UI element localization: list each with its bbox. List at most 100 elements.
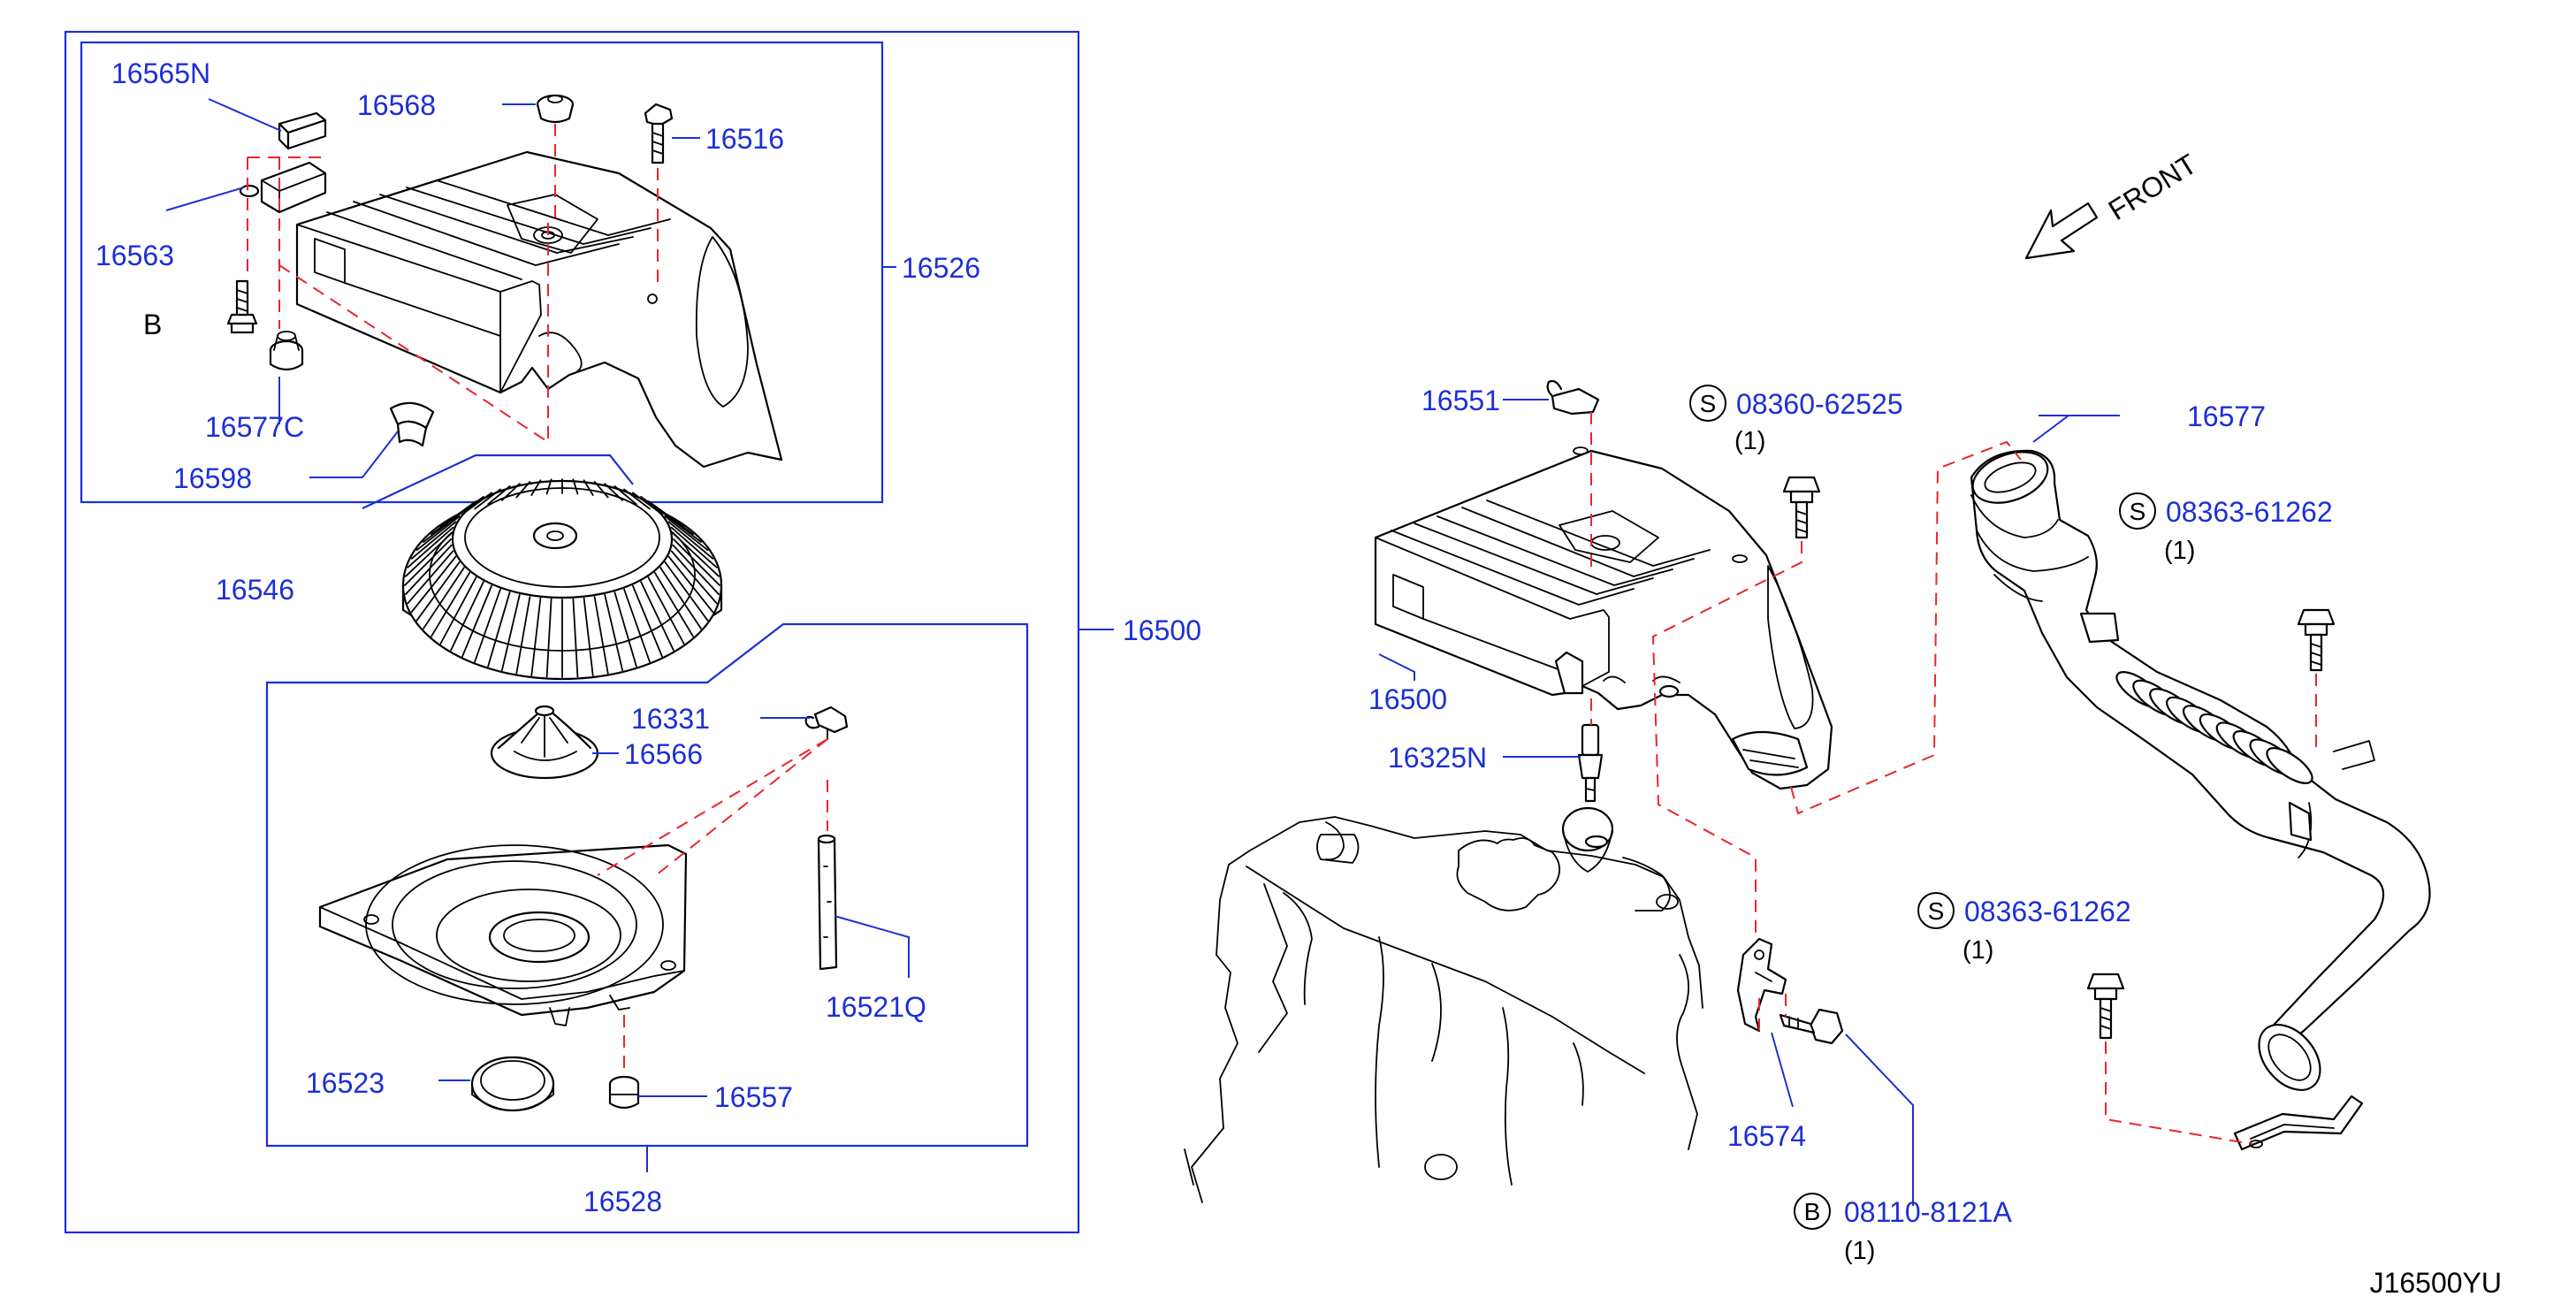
- part-label-16557[interactable]: 16557: [714, 1081, 793, 1113]
- fastener-symbol-text: S: [1928, 897, 1945, 925]
- fastener-symbol-text: S: [1700, 390, 1717, 417]
- filter-pleat: [670, 526, 718, 568]
- filter-pleat: [672, 532, 720, 577]
- part-label-16500-left[interactable]: 16500: [1123, 614, 1201, 646]
- part-16521q-strip: [817, 834, 838, 971]
- part-bolt-08110-8121a: [1779, 1008, 1844, 1045]
- part-label-16577c[interactable]: 16577C: [205, 411, 304, 443]
- filter-pleat: [404, 538, 452, 586]
- filter-pleat: [487, 485, 511, 506]
- fastener-symbol-b-icon: [1794, 1193, 1831, 1230]
- front-arrow-icon: [2024, 202, 2099, 260]
- filter-pleat: [530, 597, 542, 676]
- part-label-16551[interactable]: 16551: [1421, 385, 1500, 416]
- filter-pleat: [423, 567, 465, 629]
- part-label-16546[interactable]: 16546: [216, 574, 294, 606]
- front-label: FRONT: [2103, 148, 2203, 226]
- filter-pleat: [659, 567, 702, 629]
- filter-pleat: [647, 576, 685, 645]
- part-16565n-block: [278, 111, 327, 150]
- part-label-16521q[interactable]: 16521Q: [826, 991, 926, 1023]
- fastener-callout-08363-61262-lower: S 08363-61262 (1): [1917, 892, 2131, 965]
- fastener-part-number[interactable]: 08110-8121A: [1844, 1196, 2012, 1228]
- filter-pleat: [415, 561, 461, 622]
- fastener-qty: (1): [1734, 427, 1765, 455]
- filter-pleat: [461, 492, 492, 515]
- part-16598-clip: [389, 401, 435, 447]
- part-label-16528[interactable]: 16528: [583, 1186, 662, 1217]
- filter-pleat: [407, 550, 454, 605]
- part-16577c-grommet: [269, 331, 304, 371]
- fastener-part-number[interactable]: 08360-62525: [1736, 388, 1903, 420]
- part-label-16523[interactable]: 16523: [306, 1067, 385, 1099]
- part-label-16574[interactable]: 16574: [1727, 1120, 1806, 1152]
- part-label-16565n[interactable]: 16565N: [111, 57, 210, 89]
- filter-pleat: [664, 561, 709, 622]
- filter-pleat: [667, 521, 714, 560]
- filter-pleat: [501, 483, 521, 501]
- filter-pleat: [439, 576, 477, 645]
- filter-pleat: [410, 521, 457, 560]
- part-label-16500-right[interactable]: 16500: [1368, 683, 1447, 715]
- filter-pleat: [614, 591, 637, 667]
- filter-pleat: [604, 593, 623, 671]
- part-label-16598[interactable]: 16598: [173, 462, 252, 494]
- part-label-16325n[interactable]: 16325N: [1388, 742, 1487, 774]
- filter-pleat: [623, 588, 651, 663]
- filter-pleat: [623, 488, 651, 510]
- left-dashed-lines: [247, 124, 828, 1075]
- filter-pleat: [431, 571, 471, 637]
- filter-pleat: [450, 581, 484, 652]
- filter-pleat: [415, 515, 461, 552]
- part-16516-screw: [644, 103, 674, 164]
- part-16523-ring: [470, 1056, 555, 1112]
- filter-pleat: [673, 538, 720, 586]
- filter-pleat: [653, 571, 694, 637]
- part-engine-block: [1184, 806, 1703, 1203]
- fastener-callout-08363-61262-upper: S 08363-61262 (1): [2119, 492, 2333, 565]
- filter-pleat: [461, 584, 492, 658]
- fastener-symbol-text: B: [1804, 1198, 1821, 1225]
- filter-pleat: [487, 591, 511, 667]
- part-label-16577[interactable]: 16577: [2187, 400, 2266, 432]
- part-label-16331[interactable]: 16331: [631, 703, 710, 735]
- part-16551-clip: [1546, 379, 1600, 416]
- assembly-box-16528: [265, 622, 1029, 1148]
- part-16331-sensor: [804, 706, 849, 740]
- part-label-16566[interactable]: 16566: [624, 738, 703, 770]
- part-label-16568[interactable]: 16568: [357, 89, 436, 121]
- filter-pleat: [410, 555, 457, 614]
- left-leaders: [165, 98, 1114, 1172]
- filter-pleat: [545, 598, 553, 678]
- assembly-box-16500: [64, 30, 1080, 1234]
- fastener-part-number[interactable]: 08363-61262: [1964, 896, 2131, 927]
- part-16325n-sensor: [1577, 723, 1604, 803]
- fastener-symbol-s-icon: [2119, 492, 2156, 530]
- filter-pleat: [530, 479, 542, 496]
- part-bolt-b-left: [226, 279, 258, 334]
- fastener-part-number[interactable]: 08363-61262: [2166, 496, 2333, 528]
- filter-pleat: [664, 515, 709, 552]
- right-leaders: [1378, 399, 2120, 1206]
- part-16546-air-filter: [401, 478, 723, 681]
- part-16568-grommet: [536, 94, 575, 124]
- fastener-qty: (1): [1844, 1237, 1875, 1265]
- fastener-qty: (1): [2164, 537, 2195, 565]
- filter-pleat: [501, 593, 521, 671]
- filter-pleat: [670, 550, 718, 605]
- part-label-16563[interactable]: 16563: [95, 240, 174, 271]
- part-label-16516[interactable]: 16516: [705, 123, 784, 155]
- filter-pleat: [604, 483, 623, 501]
- duct-bellows: [2115, 671, 2313, 784]
- bolt-callout-b: B: [143, 309, 162, 340]
- box-connector-16546: [362, 454, 634, 509]
- filter-pleat: [572, 598, 579, 678]
- part-16574-bracket: [1736, 937, 1787, 1033]
- part-16577-intake-duct: [1970, 449, 2431, 1151]
- part-16500-air-cleaner-assembly: [1374, 446, 1833, 790]
- part-16563-bracket: [239, 161, 327, 214]
- part-label-16526[interactable]: 16526: [902, 252, 980, 284]
- right-dashed-lines: [1590, 412, 2317, 1145]
- filter-pleat: [474, 588, 501, 663]
